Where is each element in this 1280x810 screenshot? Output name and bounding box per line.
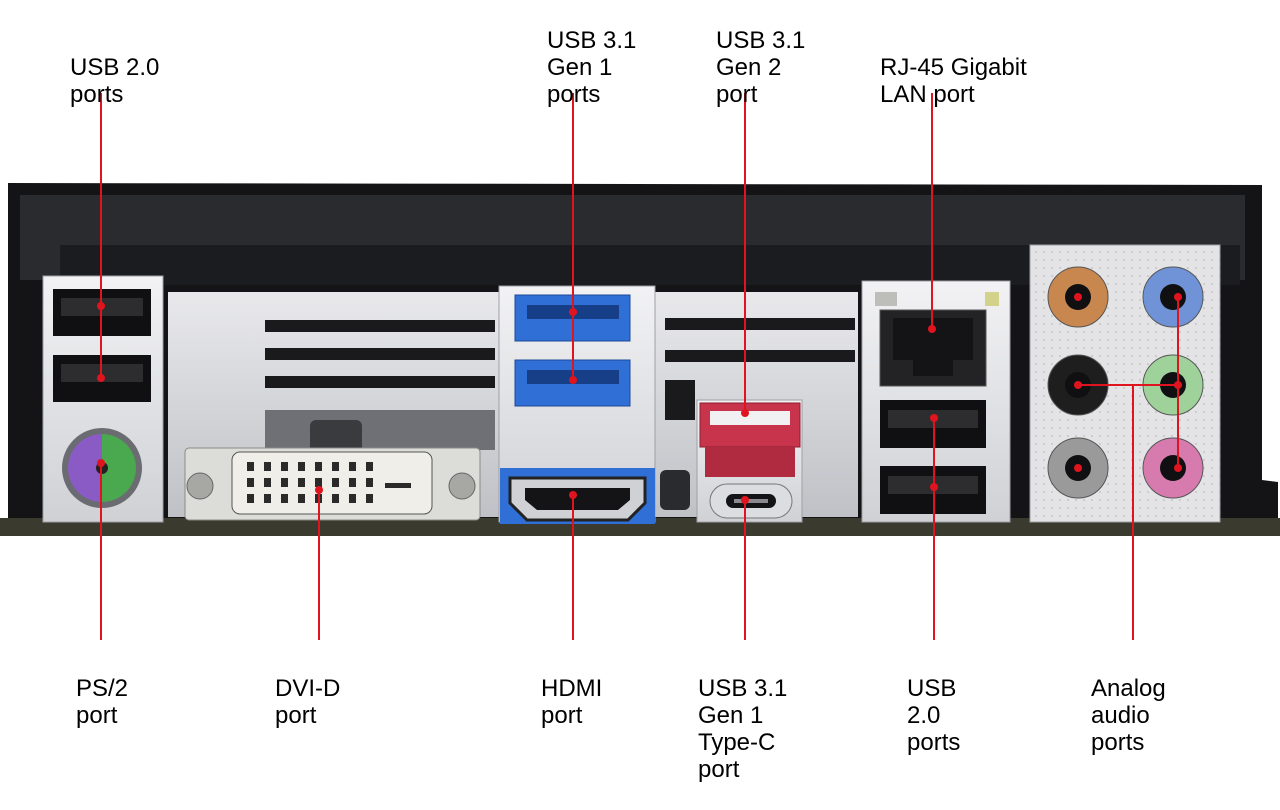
dvi-pin	[298, 462, 305, 471]
dvi-pin	[366, 494, 373, 503]
dvi-pin	[332, 478, 339, 487]
leader-dot	[1174, 381, 1182, 389]
leader-lines	[97, 93, 1182, 640]
leader-dot	[741, 496, 749, 504]
leader-dot	[1174, 464, 1182, 472]
dvi-pin	[349, 478, 356, 487]
dvi-pin	[298, 494, 305, 503]
dvi-pin	[332, 462, 339, 471]
usb31-gen2-port[interactable]	[699, 402, 801, 477]
leader-dot	[1074, 293, 1082, 301]
leader-dot	[741, 409, 749, 417]
leader-dot	[97, 374, 105, 382]
dvi-pin	[281, 462, 288, 471]
leader-dot	[97, 302, 105, 310]
audio-jack-6[interactable]	[1142, 437, 1204, 499]
dvi-pin	[281, 494, 288, 503]
dvi-pin	[349, 462, 356, 471]
leader-dot	[1174, 293, 1182, 301]
usb2-ps2-stack	[42, 275, 164, 523]
dvi-pin	[247, 494, 254, 503]
hdmi-port[interactable]	[500, 468, 655, 524]
leader-dot	[1074, 381, 1082, 389]
dvi-pin	[298, 478, 305, 487]
leader-dot	[569, 308, 577, 316]
dvi-pin	[366, 462, 373, 471]
dvi-pin	[332, 494, 339, 503]
dvi-pin	[315, 462, 322, 471]
leader-dot	[928, 325, 936, 333]
dvi-pin	[264, 478, 271, 487]
audio-jack-2[interactable]	[1142, 266, 1204, 328]
leader-dot	[930, 414, 938, 422]
dvi-pin	[315, 478, 322, 487]
dvi-pin	[247, 478, 254, 487]
leader-dot	[569, 491, 577, 499]
leader-dot	[1074, 464, 1082, 472]
usb-gen2-typec-stack	[696, 399, 803, 523]
usb3-hdmi-stack	[498, 285, 656, 524]
leader-dot	[930, 483, 938, 491]
dvi-pin	[366, 478, 373, 487]
leader-dot	[315, 486, 323, 494]
dvi-pin	[247, 462, 254, 471]
leader-dot	[569, 376, 577, 384]
leader-dot	[97, 459, 105, 467]
io-panel-diagram	[0, 93, 1280, 640]
dvi-pin	[281, 478, 288, 487]
dvi-pin	[264, 494, 271, 503]
dvi-d-port[interactable]	[184, 447, 481, 521]
dvi-pin	[349, 494, 356, 503]
dvi-pin	[264, 462, 271, 471]
usb31-type-c-port[interactable]	[709, 483, 793, 519]
audio-panel	[1029, 244, 1221, 523]
